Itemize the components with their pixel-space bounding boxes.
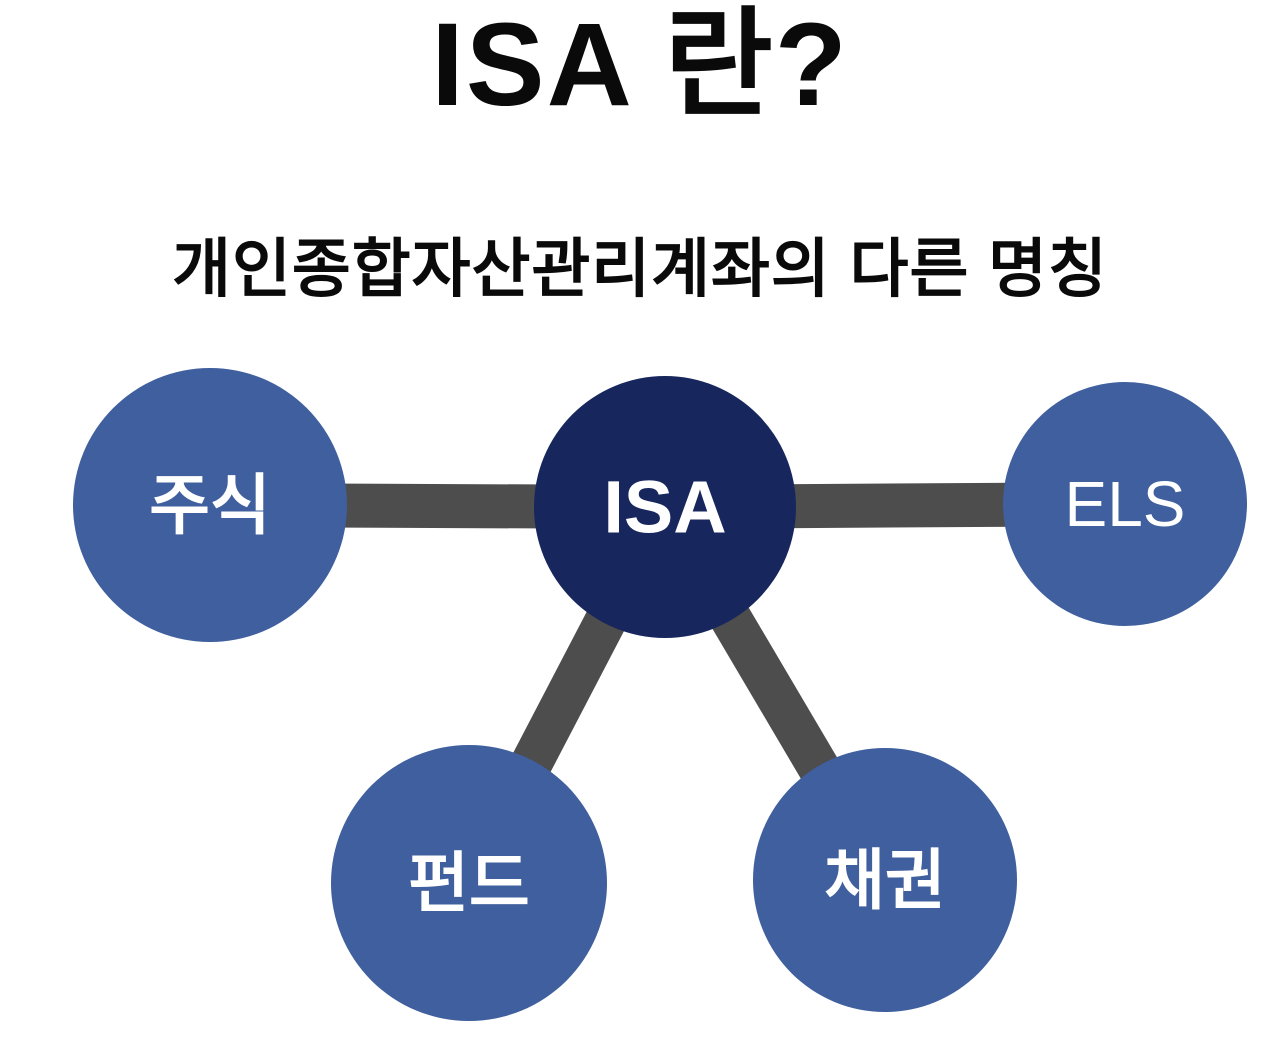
funds-node-label: 펀드 xyxy=(408,846,529,920)
funds-node-circle xyxy=(331,745,607,1021)
isa-center-label: ISA xyxy=(603,466,726,549)
bonds-node-circle xyxy=(753,748,1017,1012)
stocks-node-circle xyxy=(73,368,347,642)
page-subtitle: 개인종합자산관리계좌의 다른 명칭 xyxy=(172,233,1108,305)
isa-center-circle xyxy=(534,376,796,638)
stocks-node-label: 주식 xyxy=(149,468,270,542)
els-node-label: ELS xyxy=(1065,468,1186,540)
isa-relationship-diagram: 주식 ELS 펀드 채권 ISA xyxy=(73,368,1247,1021)
page-title: ISA 란? xyxy=(431,0,849,131)
bonds-node-label: 채권 xyxy=(824,843,945,917)
els-node-circle xyxy=(1003,382,1247,626)
